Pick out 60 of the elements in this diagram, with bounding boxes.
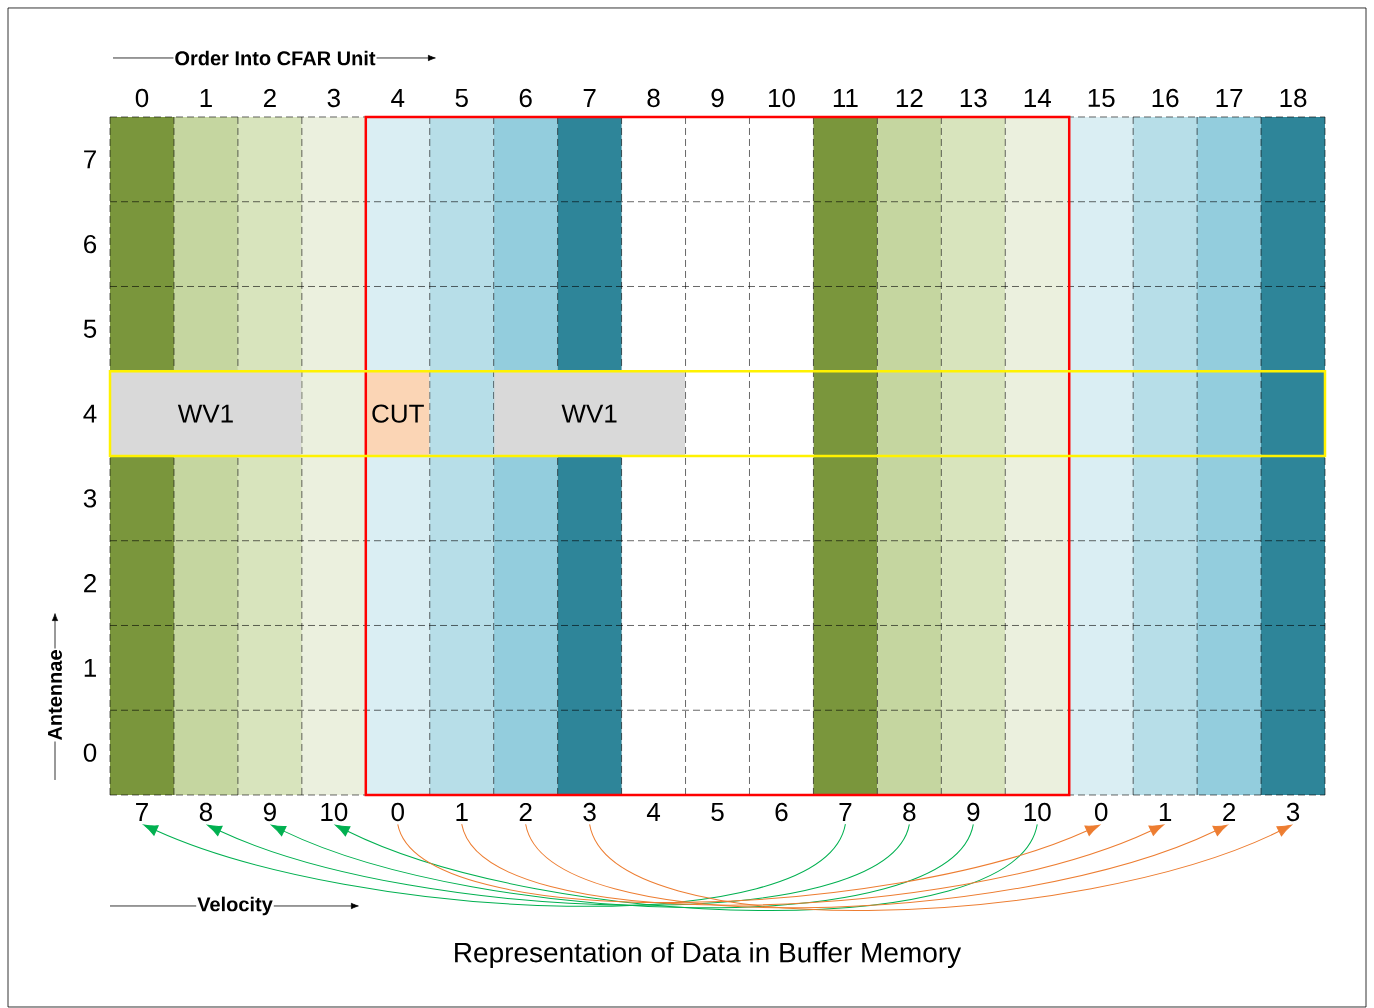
column-number: 7	[583, 89, 596, 107]
column-number: 6	[519, 88, 532, 108]
velocity-number: 1	[1159, 803, 1172, 821]
curved-arrow	[525, 823, 1228, 909]
curved-arrow	[461, 823, 1164, 906]
column-number: 9	[711, 88, 724, 108]
column-number: 14	[1024, 89, 1051, 107]
row-number: 0	[83, 743, 97, 762]
column-number: 16	[1152, 88, 1179, 108]
column-number: 10	[768, 88, 795, 108]
column-number: 1	[200, 89, 212, 107]
caption: Representation of Data in Buffer Memory	[455, 941, 962, 969]
column-number: 8	[647, 88, 660, 108]
column-number: 15	[1088, 88, 1115, 108]
velocity-number: 4	[646, 803, 661, 821]
column-number: 12	[896, 88, 923, 108]
column-number: 13	[960, 88, 987, 108]
velocity-number: 10	[321, 802, 348, 822]
curved-arrow	[207, 823, 910, 906]
axis-title: Order Into CFAR Unit	[173, 49, 377, 67]
velocity-number: 3	[1286, 802, 1300, 822]
cell: CUT	[366, 371, 430, 456]
velocity-number: 6	[775, 802, 788, 822]
velocity-number: 3	[583, 802, 596, 822]
velocity-number: 9	[263, 802, 276, 822]
curved-arrow	[271, 823, 974, 909]
row-number: 5	[83, 319, 97, 338]
velocity-number: 1	[456, 803, 468, 821]
row-number: 7	[84, 150, 96, 169]
column-number: 18	[1280, 88, 1307, 108]
column-number: 4	[391, 89, 405, 107]
row-number: 3	[83, 489, 97, 508]
velocity-number: 7	[839, 803, 852, 821]
axis-title: Antennae	[47, 648, 63, 742]
velocity-number: 8	[199, 802, 213, 822]
velocity-number: 2	[519, 802, 532, 822]
velocity-number: 10	[1024, 802, 1051, 822]
column-number: 0	[135, 88, 149, 108]
velocity-number: 0	[1095, 802, 1108, 822]
row-number: 2	[84, 574, 96, 593]
velocity-number: 8	[903, 802, 916, 822]
column-number: 5	[455, 88, 468, 108]
curved-arrow	[335, 823, 1038, 911]
column-number: 11	[833, 89, 858, 107]
cell: WV1	[110, 371, 302, 456]
column-number: 2	[263, 88, 276, 108]
velocity-number: 9	[967, 802, 980, 822]
velocity-number: 7	[136, 803, 148, 821]
axis-title: Velocity	[196, 895, 274, 917]
curved-arrow	[589, 823, 1292, 911]
row-number: 6	[84, 234, 97, 254]
velocity-number: 0	[391, 802, 404, 822]
column-number: 17	[1216, 89, 1243, 107]
row-number: 1	[84, 658, 96, 677]
curved-arrow	[143, 823, 846, 907]
curved-arrow	[397, 823, 1100, 903]
velocity-number: 5	[711, 802, 724, 822]
velocity-number: 2	[1223, 802, 1235, 822]
column-number: 3	[327, 88, 340, 108]
cell: WV1	[494, 371, 686, 456]
